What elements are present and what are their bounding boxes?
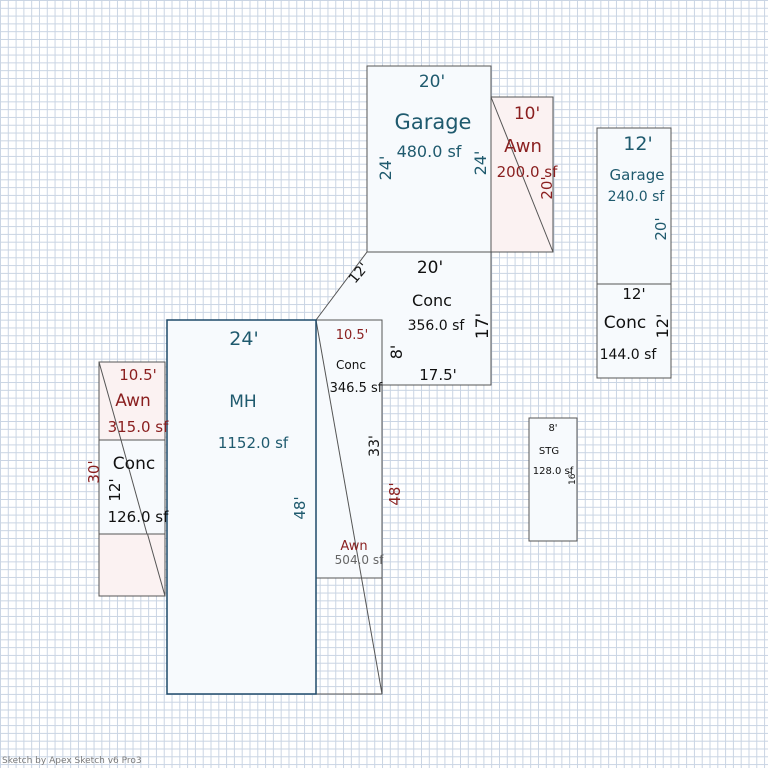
stg-area <box>528 417 578 542</box>
stg-area-label: 128.0 sf <box>533 466 574 477</box>
conc-side-right-dim: 12' <box>653 314 672 339</box>
awn-left-area-label: 315.0 sf <box>108 418 170 436</box>
conc-left-diagonal <box>120 439 148 535</box>
conc-center-bottom-dim: 17.5' <box>419 366 457 384</box>
awn-top-diagonal <box>490 96 554 253</box>
conc-side-area-label: 144.0 sf <box>600 347 658 363</box>
garage-main-area <box>366 65 492 253</box>
conc-side-name: Conc <box>604 313 646 333</box>
awn-right-name: Awn <box>340 539 367 554</box>
conc-left-left-dim: 12' <box>106 478 124 501</box>
garage-main-left-dim: 24' <box>376 156 395 181</box>
mh-top-dim: 24' <box>229 328 258 350</box>
awn-left-name: Awn <box>115 391 151 411</box>
conc-left-area-label: 126.0 sf <box>108 508 170 526</box>
mh-area <box>166 319 317 695</box>
stg-right-dim: 16' <box>568 471 578 485</box>
awn-right-area-label: 504.0 sf <box>335 553 384 567</box>
awn-left-side-dim: 30' <box>85 460 103 483</box>
awn-top-name: Awn <box>504 136 542 157</box>
garage-main-right-dim: 24' <box>471 151 490 176</box>
stg-top-dim: 8' <box>548 423 557 434</box>
conc-center-name: Conc <box>412 291 452 310</box>
conc-side-top-dim: 12' <box>622 285 645 303</box>
conc-center-right-dim: 17' <box>473 313 493 339</box>
conc-right-area-label: 346.5 sf <box>330 381 383 396</box>
mh-right-dim: 48' <box>291 496 309 519</box>
garage-side-name: Garage <box>610 166 665 184</box>
conc-right-top-dim: 10.5' <box>336 328 369 343</box>
conc-center-left-dim: 8' <box>387 345 406 360</box>
conc-side-area <box>596 283 672 379</box>
mh-area-label: 1152.0 sf <box>218 434 289 452</box>
awn-top-right-dim: 20' <box>538 176 556 199</box>
conc-left-area <box>98 439 166 535</box>
awn-right-side-dim: 48' <box>386 482 404 505</box>
garage-main-name: Garage <box>395 110 472 134</box>
awn-top-top-dim: 10' <box>514 104 540 124</box>
awn-right-diagonal <box>315 319 383 695</box>
awn-top-area-label: 200.0 sf <box>497 163 559 181</box>
conc-center-area-label: 356.0 sf <box>408 318 466 334</box>
awn-left-top-dim: 10.5' <box>119 366 157 384</box>
mh-name: MH <box>229 392 256 412</box>
garage-side-right-dim: 20' <box>652 217 670 240</box>
conc-left-name: Conc <box>113 454 155 474</box>
conc-right-right-dim: 33' <box>367 435 383 457</box>
garage-side-area-label: 240.0 sf <box>608 189 666 205</box>
garage-side-top-dim: 12' <box>623 133 652 155</box>
garage-main-area-label: 480.0 sf <box>397 142 462 161</box>
garage-main-top-dim: 20' <box>419 72 445 92</box>
conc-right-name: Conc <box>336 358 366 372</box>
conc-center-top-dim: 20' <box>417 258 443 278</box>
footer-credit: Sketch by Apex Sketch v6 Pro3 <box>2 756 142 766</box>
stg-name: STG <box>539 446 559 457</box>
